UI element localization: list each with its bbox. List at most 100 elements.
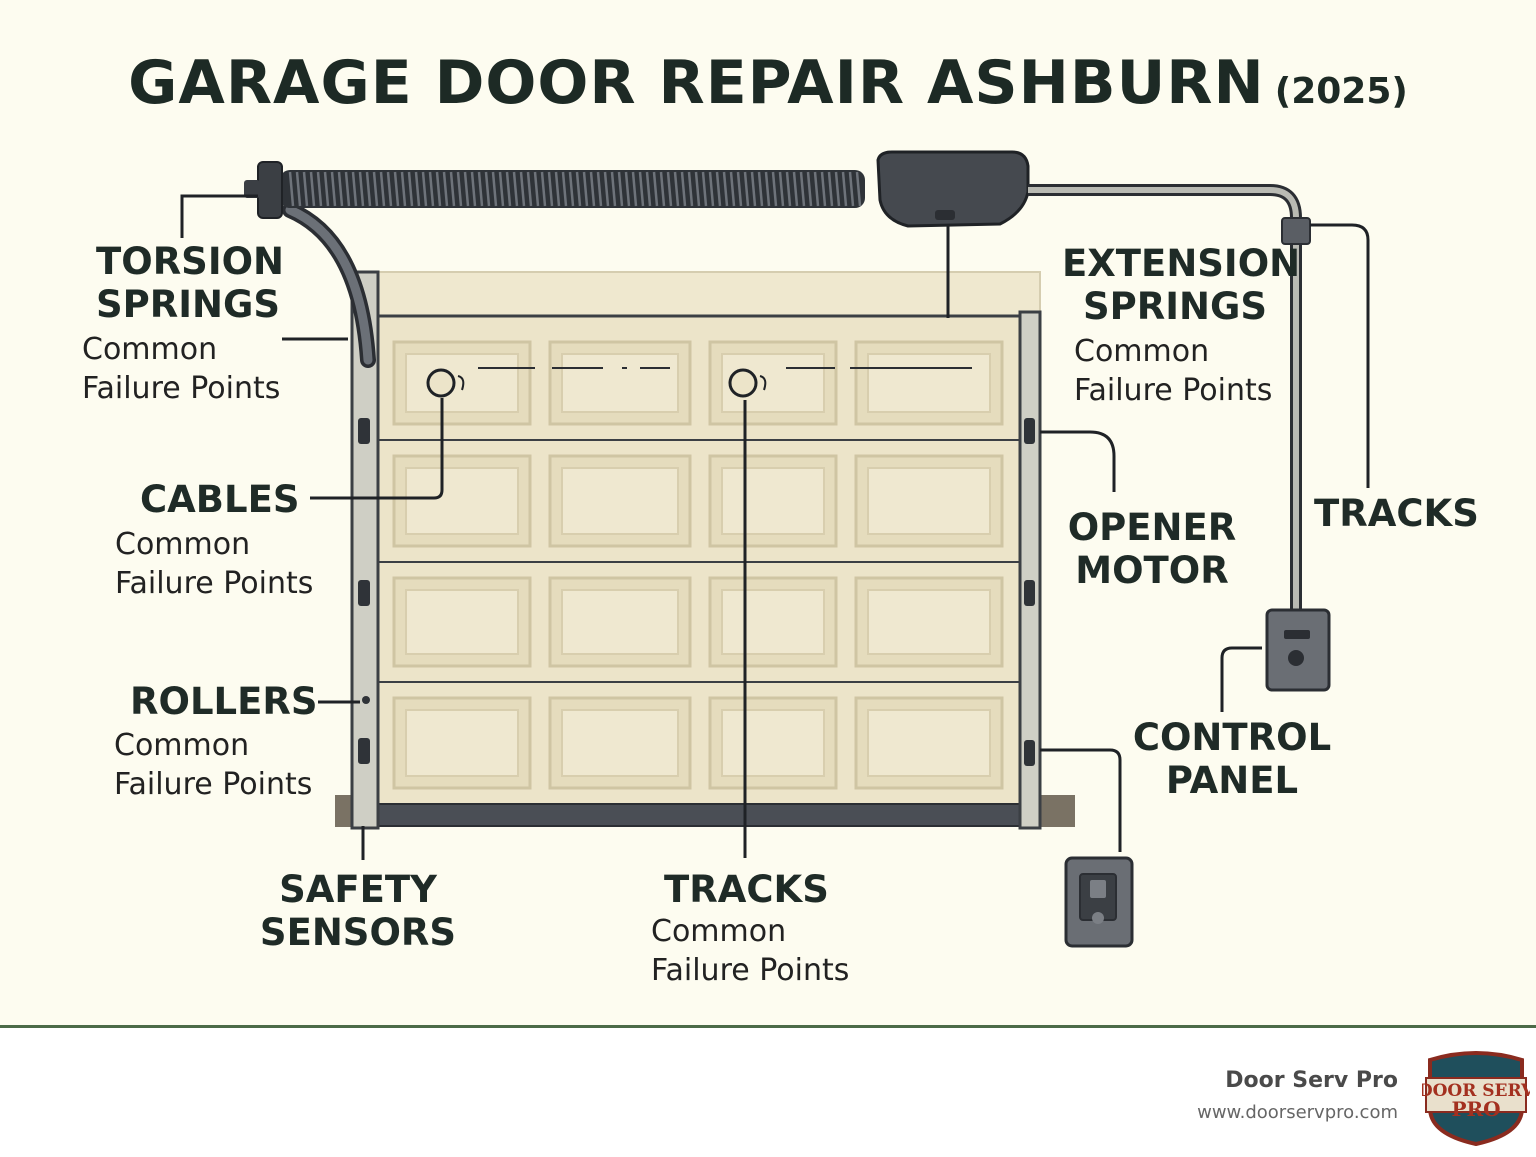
spring-coil xyxy=(309,171,316,207)
spring-coil xyxy=(792,171,799,207)
spring-coil xyxy=(428,171,435,207)
spring-coil xyxy=(673,171,680,207)
spring-coil xyxy=(827,171,834,207)
spring-coil xyxy=(330,171,337,207)
spring-coil xyxy=(337,171,344,207)
door-header xyxy=(377,271,1041,323)
label-rollers-sub: Common Failure Points xyxy=(114,726,312,804)
spring-coil xyxy=(785,171,792,207)
spring-coil xyxy=(813,171,820,207)
spring-coil xyxy=(372,171,379,207)
spring-coil xyxy=(344,171,351,207)
label-tracks-bottom: TRACKS xyxy=(664,868,829,911)
spring-coil xyxy=(743,171,750,207)
spring-coil xyxy=(561,171,568,207)
spring-coil xyxy=(379,171,386,207)
spring-coil xyxy=(449,171,456,207)
garage-door-illustration xyxy=(180,150,1370,948)
door-panel-inset xyxy=(721,467,825,535)
spring-coil xyxy=(834,171,841,207)
spring-coil xyxy=(659,171,666,207)
door-panel-inset xyxy=(561,353,679,413)
rollers-sub-1: Common xyxy=(114,728,250,763)
spring-coil xyxy=(519,171,526,207)
control-panel-device xyxy=(1265,608,1331,692)
spring-coil xyxy=(617,171,624,207)
spring-coil xyxy=(610,171,617,207)
door-panel-inset xyxy=(867,467,991,535)
label-control-panel: CONTROL PANEL xyxy=(1130,716,1334,802)
spring-coil xyxy=(652,171,659,207)
spring-coil xyxy=(631,171,638,207)
spring-coil xyxy=(498,171,505,207)
label-tracks-bottom-sub: Common Failure Points xyxy=(651,912,849,990)
door-panel-inset xyxy=(561,709,679,777)
tracks-right-heading: TRACKS xyxy=(1314,492,1479,535)
spring-coil xyxy=(477,171,484,207)
spring-coil xyxy=(799,171,806,207)
spring-coil xyxy=(547,171,554,207)
label-tracks-right: TRACKS xyxy=(1314,492,1479,535)
spring-coil xyxy=(512,171,519,207)
cables-heading: CABLES xyxy=(140,478,300,521)
safety-heading-2: SENSORS xyxy=(259,911,457,954)
spring-coil xyxy=(351,171,358,207)
spring-coil xyxy=(526,171,533,207)
spring-coil xyxy=(358,171,365,207)
label-rollers: ROLLERS xyxy=(130,680,318,723)
door-panel-inset xyxy=(405,709,519,777)
door-panel-inset xyxy=(561,467,679,535)
roller-left-3 xyxy=(358,738,370,764)
spring-coil xyxy=(848,171,855,207)
bottom-seal xyxy=(364,803,1036,827)
spring-coil xyxy=(638,171,645,207)
tracks-bottom-heading: TRACKS xyxy=(664,868,829,911)
door-panel-inset xyxy=(721,589,825,655)
spring-coil xyxy=(491,171,498,207)
spring-coil xyxy=(288,171,295,207)
spring-coil xyxy=(820,171,827,207)
control-heading-1: CONTROL xyxy=(1132,716,1332,759)
door-panel-inset xyxy=(867,589,991,655)
extension-heading-2: SPRINGS xyxy=(1082,285,1267,328)
label-torsion-sub: Common Failure Points xyxy=(82,330,280,408)
footer-url[interactable]: www.doorservpro.com xyxy=(1197,1102,1398,1123)
svg-text:DOOR SERV: DOOR SERV xyxy=(1422,1081,1530,1101)
spring-coil xyxy=(295,171,302,207)
torsion-heading-1: TORSION xyxy=(96,240,285,283)
opener-heading-2: MOTOR xyxy=(1075,549,1229,592)
spring-coil xyxy=(764,171,771,207)
spring-end-bracket xyxy=(257,161,283,219)
spring-coil xyxy=(463,171,470,207)
spring-coil xyxy=(400,171,407,207)
extension-heading-1: EXTENSION xyxy=(1062,242,1301,285)
spring-coil xyxy=(323,171,330,207)
tracks-bottom-sub-2: Failure Points xyxy=(651,953,850,988)
diagram-stage: GARAGE DOOR REPAIR ASHBURN(2025) TORSION… xyxy=(82,48,1479,990)
spring-coil xyxy=(435,171,442,207)
spring-coil xyxy=(736,171,743,207)
spring-coil xyxy=(722,171,729,207)
torsion-sub-1: Common xyxy=(82,332,218,367)
spring-coil xyxy=(568,171,575,207)
cables-sub-1: Common xyxy=(115,527,251,562)
label-opener-motor: OPENER MOTOR xyxy=(1060,506,1244,592)
roller-left-2 xyxy=(358,580,370,606)
spring-coil xyxy=(393,171,400,207)
safety-heading-1: SAFETY xyxy=(279,868,437,911)
spring-coil xyxy=(414,171,421,207)
spring-coil xyxy=(540,171,547,207)
svg-text:PRO: PRO xyxy=(1451,1097,1500,1121)
label-extension-sub: Common Failure Points xyxy=(1074,332,1272,410)
door-panel-inset xyxy=(867,709,991,777)
torsion-sub-2: Failure Points xyxy=(82,371,281,406)
door-panel-inset xyxy=(867,353,991,413)
cable-pulley-right xyxy=(728,368,758,398)
spring-coil xyxy=(407,171,414,207)
spring-coil xyxy=(841,171,848,207)
opener-heading-1: OPENER xyxy=(1067,506,1237,549)
door-panel-inset xyxy=(405,589,519,655)
spring-coil xyxy=(470,171,477,207)
spring-coil xyxy=(589,171,596,207)
roller-right-2 xyxy=(1024,580,1035,606)
